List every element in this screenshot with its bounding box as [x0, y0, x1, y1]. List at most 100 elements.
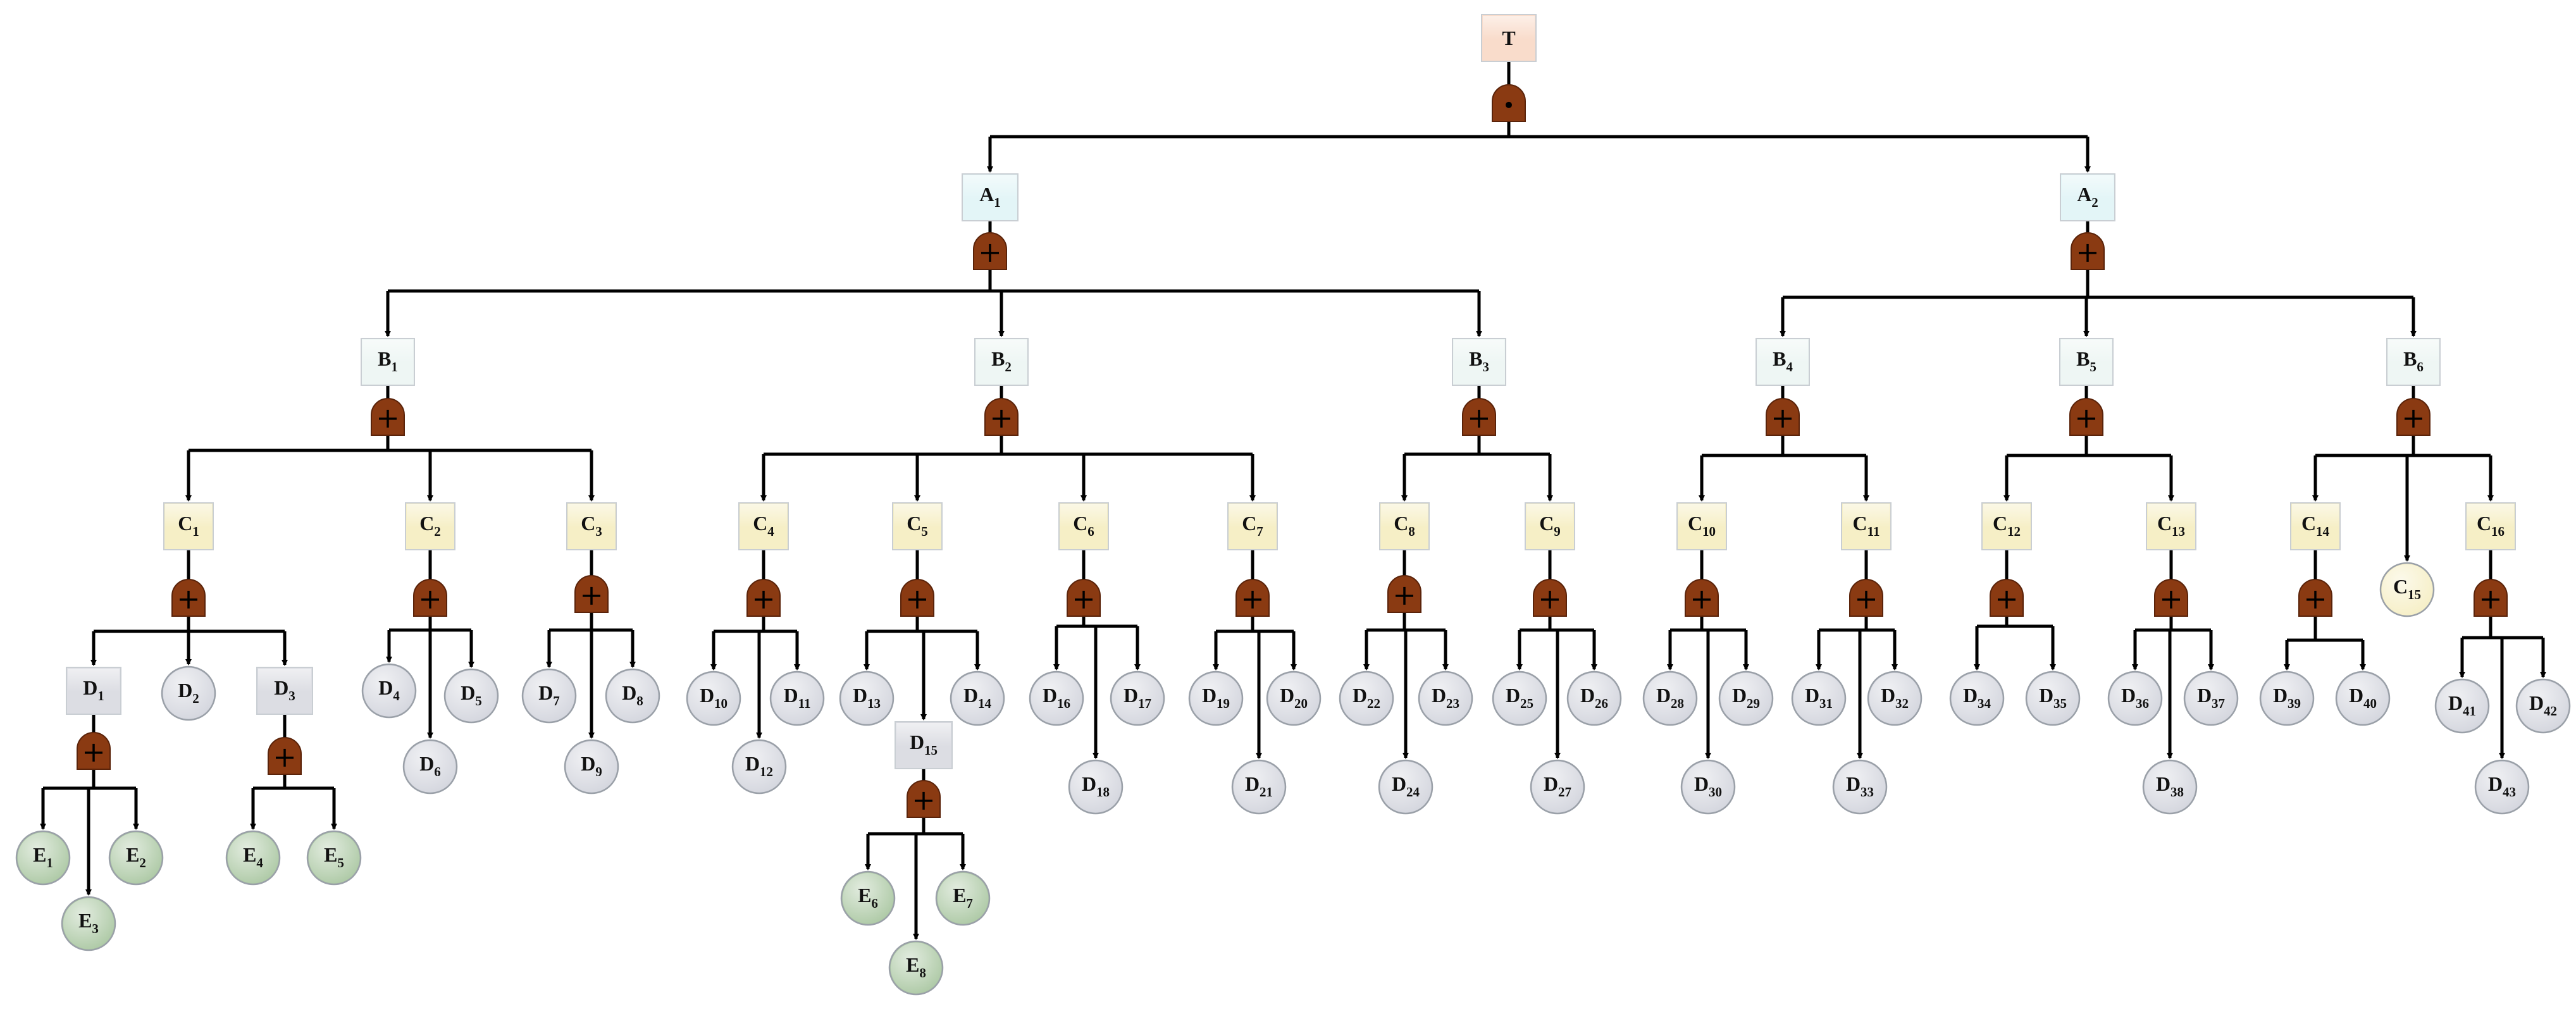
gate-B6-or-icon [2396, 398, 2430, 436]
event-node-d9: D9 [564, 739, 619, 795]
event-label-c12: C12 [1993, 512, 2021, 539]
event-label-d18: D18 [1082, 772, 1110, 800]
gate-dot [1506, 101, 1512, 108]
gate-B1-or-icon [371, 398, 405, 436]
event-label-d36: D36 [2121, 684, 2149, 711]
event-node-d40: D40 [2335, 671, 2391, 726]
event-node-d6: D6 [402, 739, 458, 795]
event-label-d26: D26 [1580, 684, 1608, 711]
event-node-d1: D1 [66, 667, 121, 715]
event-label-c9: C9 [1539, 512, 1561, 539]
event-node-c7: C7 [1227, 502, 1278, 550]
gate-B2-or-icon [984, 398, 1019, 436]
gate-T-and-icon [1492, 84, 1526, 122]
event-label-d19: D19 [1202, 684, 1230, 711]
event-label-a1: A1 [979, 183, 1001, 210]
gate-C11-or-icon [1849, 579, 1883, 617]
event-node-c9: C9 [1525, 502, 1575, 550]
event-label-c5: C5 [907, 512, 928, 539]
event-label-e4: E4 [243, 843, 263, 870]
event-label-b1: B1 [378, 347, 398, 374]
event-node-d27: D27 [1530, 759, 1585, 815]
gate-C6-or-icon [1067, 579, 1101, 617]
event-node-d30: D30 [1680, 759, 1736, 815]
event-label-c16: C16 [2477, 512, 2505, 539]
event-label-c3: C3 [581, 512, 602, 539]
event-node-d4: D4 [361, 663, 417, 719]
event-node-d13: D13 [839, 671, 895, 726]
event-label-d23: D23 [1432, 684, 1459, 711]
event-label-d25: D25 [1506, 684, 1533, 711]
event-node-b4: B4 [1756, 338, 1810, 386]
event-label-d35: D35 [2039, 684, 2067, 711]
event-node-d11: D11 [769, 671, 825, 726]
event-label-d17: D17 [1124, 684, 1151, 711]
event-node-d23: D23 [1418, 671, 1473, 726]
event-node-e3: E3 [61, 896, 116, 951]
event-label-d30: D30 [1694, 772, 1722, 800]
event-node-d17: D17 [1110, 671, 1165, 726]
event-label-d27: D27 [1544, 772, 1571, 800]
gate-C12-or-icon [1990, 579, 2024, 617]
event-node-c8: C8 [1379, 502, 1430, 550]
event-label-d20: D20 [1280, 684, 1308, 711]
event-node-d35: D35 [2025, 671, 2081, 726]
gate-B3-or-icon [1462, 398, 1496, 436]
gate-C14-or-icon [2298, 579, 2332, 617]
event-label-e1: E1 [33, 843, 53, 870]
event-node-b6: B6 [2386, 338, 2441, 386]
event-label-d16: D16 [1043, 684, 1070, 711]
gate-B4-or-icon [1766, 398, 1800, 436]
event-label-c6: C6 [1073, 512, 1094, 539]
event-label-d42: D42 [2529, 691, 2557, 719]
event-node-d16: D16 [1029, 671, 1084, 726]
gate-C10-or-icon [1685, 579, 1719, 617]
event-label-d40: D40 [2349, 684, 2377, 711]
event-label-d5: D5 [461, 681, 482, 709]
event-label-c4: C4 [753, 512, 774, 539]
event-label-c15: C15 [2393, 575, 2421, 602]
event-node-d20: D20 [1266, 671, 1322, 726]
event-label-b4: B4 [1773, 347, 1793, 374]
event-node-e2: E2 [108, 830, 164, 886]
event-label-d22: D22 [1353, 684, 1380, 711]
event-label-d34: D34 [1963, 684, 1991, 711]
event-node-c15: C15 [2379, 562, 2435, 617]
event-label-c7: C7 [1242, 512, 1263, 539]
gate-D15-or-icon [907, 780, 941, 818]
event-label-e3: E3 [78, 909, 99, 936]
event-node-b5: B5 [2059, 338, 2114, 386]
event-label-d7: D7 [538, 681, 560, 709]
event-node-b3: B3 [1452, 338, 1506, 386]
event-node-d19: D19 [1188, 671, 1244, 726]
event-node-d34: D34 [1949, 671, 2005, 726]
gate-A1-or-icon [973, 232, 1007, 270]
event-node-d22: D22 [1339, 671, 1394, 726]
event-label-d41: D41 [2448, 691, 2476, 719]
event-node-c3: C3 [566, 502, 617, 550]
gate-C1-or-icon [171, 579, 206, 617]
gate-C9-or-icon [1533, 579, 1567, 617]
event-node-d37: D37 [2183, 671, 2239, 726]
event-node-d43: D43 [2474, 759, 2530, 815]
gate-D1-or-icon [77, 732, 111, 770]
event-node-d32: D32 [1867, 671, 1923, 726]
event-node-b1: B1 [361, 338, 415, 386]
event-node-d5: D5 [443, 668, 499, 724]
event-label-t: T [1502, 27, 1515, 49]
event-label-b2: B2 [991, 347, 1012, 374]
gate-C2-or-icon [413, 579, 447, 617]
event-label-d33: D33 [1846, 772, 1874, 800]
event-label-d14: D14 [963, 684, 992, 711]
gate-C5-or-icon [900, 579, 934, 617]
event-label-e8: E8 [906, 953, 926, 981]
gate-C16-or-icon [2474, 579, 2508, 617]
event-node-c1: C1 [163, 502, 214, 550]
event-label-d15: D15 [910, 731, 938, 758]
event-label-b6: B6 [2403, 347, 2424, 374]
event-label-d2: D2 [178, 679, 199, 706]
event-node-a1: A1 [962, 173, 1019, 221]
gate-C7-or-icon [1235, 579, 1270, 617]
event-label-d10: D10 [700, 684, 728, 711]
